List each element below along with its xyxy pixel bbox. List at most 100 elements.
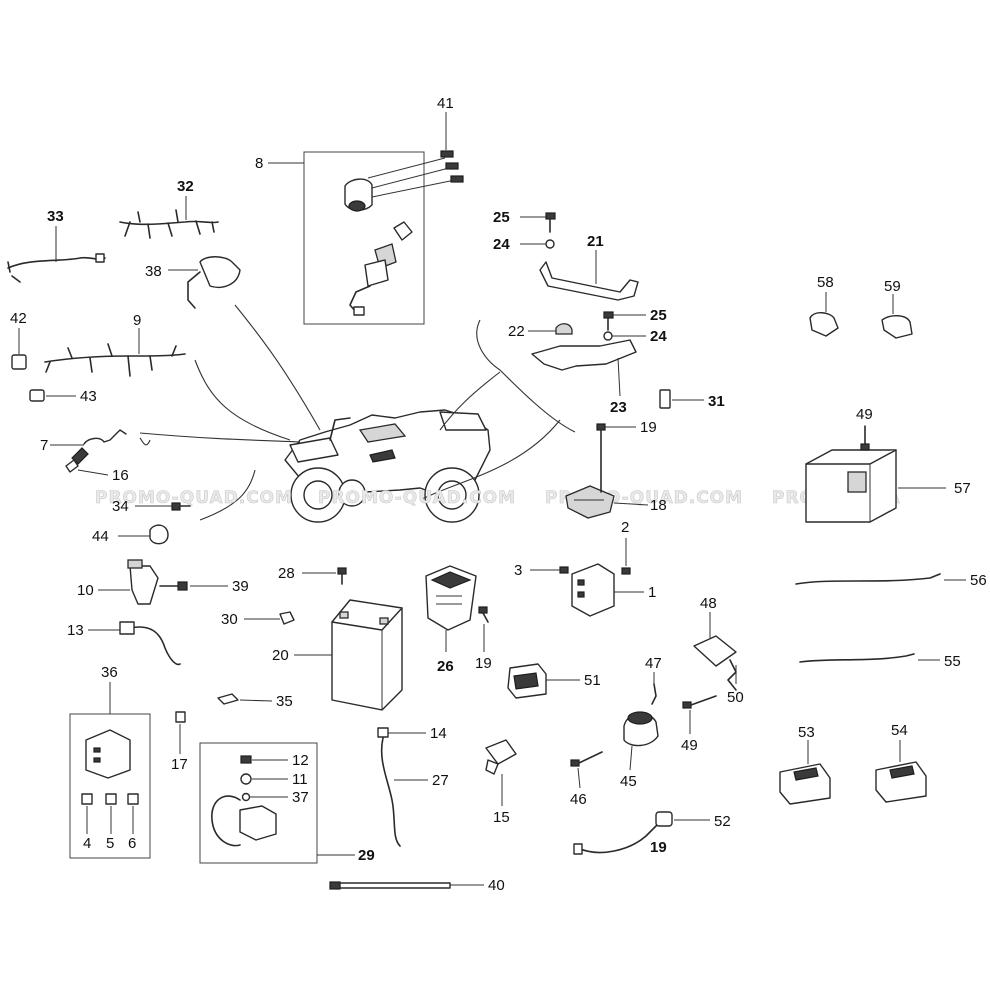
callout-35: 35 — [276, 693, 293, 710]
part-49-screw-a — [860, 425, 870, 451]
callout-59: 59 — [884, 278, 901, 295]
callout-25-b: 25 — [650, 307, 667, 324]
callout-23: 23 — [610, 399, 627, 416]
screws-41 — [440, 150, 464, 183]
part-14-cap — [377, 727, 389, 738]
callout-58: 58 — [817, 274, 834, 291]
callout-40: 40 — [488, 877, 505, 894]
callout-32: 32 — [177, 178, 194, 195]
part-40-cable-tie — [329, 881, 451, 890]
part-23-tray — [531, 339, 637, 371]
part-24-washer-top — [545, 239, 555, 249]
callout-19-b: 19 — [640, 419, 657, 436]
callout-49-a: 49 — [856, 406, 873, 423]
callout-38: 38 — [145, 263, 162, 280]
callout-55: 55 — [944, 653, 961, 670]
part-48-plate — [693, 635, 737, 667]
callout-31: 31 — [708, 393, 725, 410]
part-42 — [11, 354, 27, 370]
part-27-cable — [380, 737, 401, 847]
callout-12: 12 — [292, 752, 309, 769]
callout-19-c: 19 — [650, 839, 667, 856]
callout-1: 1 — [648, 584, 656, 601]
callout-48: 48 — [700, 595, 717, 612]
callout-50: 50 — [727, 689, 744, 706]
callout-54: 54 — [891, 722, 908, 739]
callout-51: 51 — [584, 672, 601, 689]
callout-42: 42 — [10, 310, 27, 327]
callout-27: 27 — [432, 772, 449, 789]
part-7-sensor — [65, 429, 127, 473]
callout-47: 47 — [645, 655, 662, 672]
callout-53: 53 — [798, 724, 815, 741]
part-50-spring — [727, 659, 737, 691]
part-53-module — [779, 763, 831, 805]
callout-17: 17 — [171, 756, 188, 773]
part-29-frame — [199, 742, 318, 864]
part-25-bolt-lower — [603, 311, 614, 331]
callout-49-b: 49 — [681, 737, 698, 754]
ignition-switch-frame — [303, 151, 425, 325]
callout-29: 29 — [358, 847, 375, 864]
part-18-bracket — [565, 485, 615, 519]
part-51-module — [507, 663, 547, 699]
part-49-screw-b — [682, 695, 717, 709]
callout-13: 13 — [67, 622, 84, 639]
callout-16: 16 — [112, 467, 129, 484]
callout-3: 3 — [514, 562, 522, 579]
callout-4: 4 — [83, 835, 91, 852]
part-55-cable — [799, 653, 915, 663]
part-25-bolt-top — [545, 212, 556, 233]
callout-14: 14 — [430, 725, 447, 742]
callout-39: 39 — [232, 578, 249, 595]
part-1-junction-block — [571, 563, 615, 617]
part-19-screw-a — [478, 606, 489, 623]
callout-20: 20 — [272, 647, 289, 664]
callout-45: 45 — [620, 773, 637, 790]
part-58 — [809, 312, 839, 337]
part-35 — [217, 693, 239, 705]
callout-2: 2 — [621, 519, 629, 536]
part-45-bulb-housing — [623, 711, 659, 747]
part-26-rectifier — [425, 565, 477, 631]
callout-7: 7 — [40, 437, 48, 454]
part-30-nut — [279, 611, 295, 625]
part-38-socket — [187, 256, 241, 309]
callout-57: 57 — [954, 480, 971, 497]
callout-33: 33 — [47, 208, 64, 225]
part-22-cap — [555, 323, 573, 335]
callout-30: 30 — [221, 611, 238, 628]
part-28-bolt — [337, 567, 347, 585]
part-21-bracket — [539, 261, 639, 301]
callout-43: 43 — [80, 388, 97, 405]
part-59 — [881, 315, 913, 339]
part-19-screw-b — [596, 423, 606, 493]
callout-21: 21 — [587, 233, 604, 250]
callout-24-b: 24 — [650, 328, 667, 345]
ignition-switch-assembly — [344, 157, 456, 316]
callout-28: 28 — [278, 565, 295, 582]
part-24-washer-lower — [603, 331, 613, 341]
callout-26: 26 — [437, 658, 454, 675]
callout-25-a: 25 — [493, 209, 510, 226]
part-44-horn — [149, 524, 169, 545]
part-43 — [29, 389, 45, 402]
parts-4-5-6-terminals — [81, 793, 139, 805]
part-15-sensor — [485, 739, 517, 775]
part-57-box — [805, 449, 897, 523]
callout-11: 11 — [292, 771, 308, 788]
callout-22: 22 — [508, 323, 525, 340]
callout-19-a: 19 — [475, 655, 492, 672]
callout-52: 52 — [714, 813, 731, 830]
callout-18: 18 — [650, 497, 667, 514]
starter-relay-assembly — [211, 755, 277, 847]
wiring-harness-9 — [44, 343, 186, 377]
callout-36: 36 — [101, 664, 118, 681]
wiring-harness-33 — [7, 253, 106, 283]
callout-34: 34 — [112, 498, 129, 515]
part-13-cable — [119, 621, 181, 666]
part-36-relay-box — [85, 729, 131, 779]
part-46-screw — [570, 751, 603, 767]
